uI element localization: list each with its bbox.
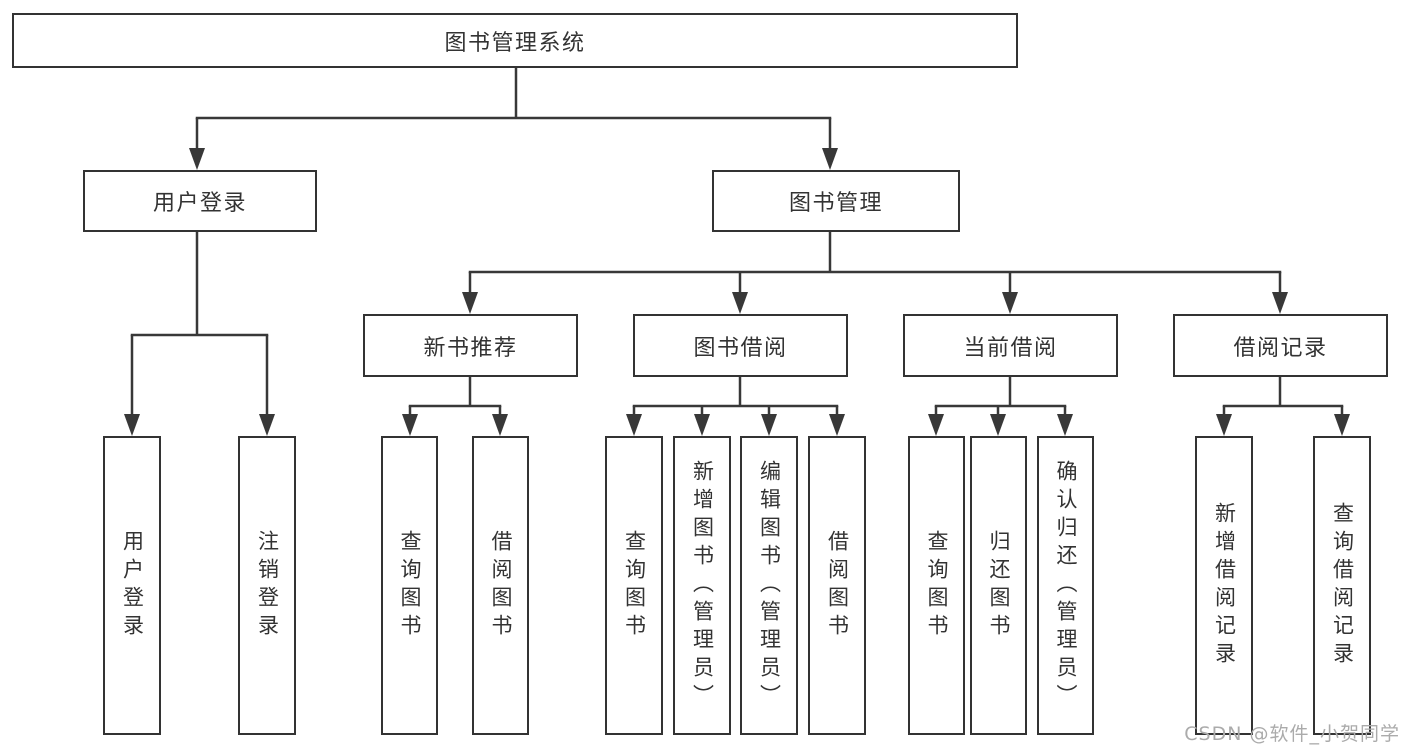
leaf-label: 编辑图书（管理员） — [757, 459, 782, 712]
node-book-management: 图书管理 — [712, 170, 960, 232]
leaf-label: 查询图书 — [925, 529, 949, 642]
node-user-login: 用户登录 — [83, 170, 317, 232]
leaf-label: 借阅图书 — [825, 529, 850, 642]
node-current-borrow: 当前借阅 — [903, 314, 1118, 377]
leaf-label: 查询图书 — [622, 529, 647, 642]
leaf-add-book-admin: 新增图书（管理员） — [673, 436, 731, 735]
node-new-book-recommend: 新书推荐 — [363, 314, 578, 377]
leaf-label: 确认归还（管理员） — [1054, 459, 1078, 712]
node-library-system: 图书管理系统 — [12, 13, 1018, 68]
leaf-label: 借阅图书 — [489, 529, 513, 642]
connectors-root-to-level2 — [189, 68, 838, 170]
connectors-new-book-recommend-branch — [402, 377, 508, 436]
leaf-label: 用户登录 — [120, 529, 145, 642]
connectors-user-login-branch — [124, 232, 275, 436]
connectors-book-management-branch — [462, 232, 1288, 314]
node-borrow-record: 借阅记录 — [1173, 314, 1388, 377]
node-label: 图书管理系统 — [444, 30, 586, 56]
leaf-user-login: 用户登录 — [103, 436, 161, 735]
leaf-return-book: 归还图书 — [970, 436, 1027, 735]
connectors-book-borrow-branch — [626, 377, 845, 436]
node-book-borrow: 图书借阅 — [633, 314, 848, 377]
leaf-add-borrow-record: 新增借阅记录 — [1195, 436, 1253, 735]
connectors-borrow-record-branch — [1216, 377, 1350, 436]
leaf-query-borrow-record: 查询借阅记录 — [1313, 436, 1371, 735]
node-label: 新书推荐 — [423, 335, 518, 361]
leaf-borrow-query-book: 查询图书 — [605, 436, 663, 735]
leaf-recommend-query-book: 查询图书 — [381, 436, 438, 735]
node-label: 借阅记录 — [1233, 335, 1328, 361]
leaf-label: 新增借阅记录 — [1212, 501, 1237, 670]
leaf-label: 查询图书 — [398, 529, 422, 642]
leaf-current-query-book: 查询图书 — [908, 436, 965, 735]
leaf-label: 查询借阅记录 — [1330, 501, 1355, 670]
leaf-label: 新增图书（管理员） — [690, 459, 715, 712]
leaf-borrow-book: 借阅图书 — [808, 436, 866, 735]
leaf-edit-book-admin: 编辑图书（管理员） — [740, 436, 798, 735]
node-label: 当前借阅 — [963, 335, 1058, 361]
watermark-csdn: CSDN @软件_小贺同学 — [1184, 723, 1400, 745]
node-label: 用户登录 — [152, 191, 247, 216]
leaf-logout: 注销登录 — [238, 436, 296, 735]
leaf-recommend-borrow-book: 借阅图书 — [472, 436, 529, 735]
leaf-confirm-return-admin: 确认归还（管理员） — [1037, 436, 1094, 735]
connectors-current-borrow-branch — [928, 377, 1073, 436]
leaf-label: 归还图书 — [987, 529, 1011, 642]
node-label: 图书借阅 — [693, 335, 788, 361]
node-label: 图书管理 — [788, 191, 883, 216]
leaf-label: 注销登录 — [255, 529, 280, 642]
